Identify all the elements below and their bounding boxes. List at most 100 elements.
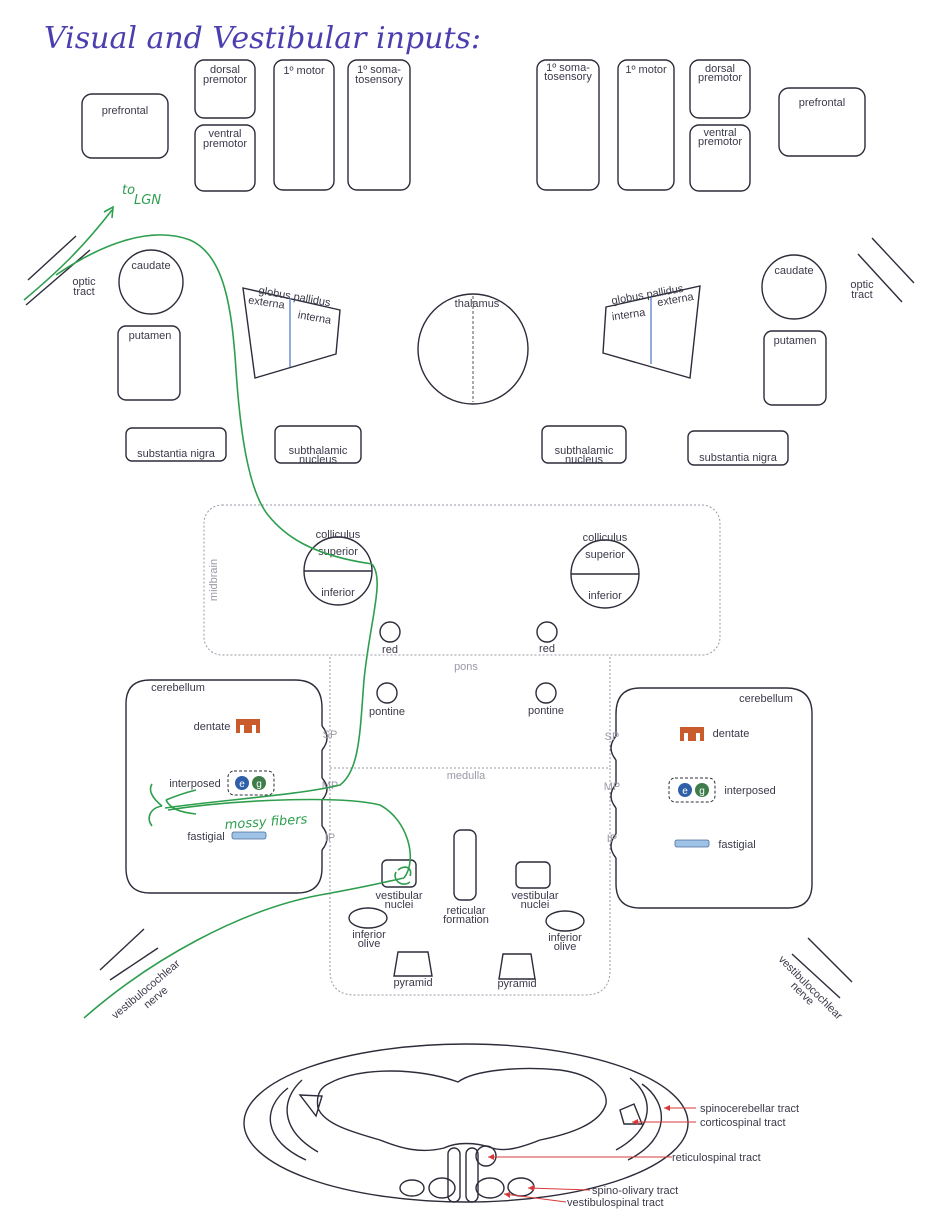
substantia-nigra-left-label: substantia nigra [137,448,216,460]
ventral-premotor-right-label-2: premotor [698,136,742,148]
putamen-right-label: putamen [774,335,817,347]
corticospinal-label: corticospinal tract [700,1117,786,1129]
ventral-fissure-left [447,1147,461,1203]
somatosensory-right-box [536,59,600,191]
motor-left-box [273,59,335,191]
subthalamic-left-box [274,425,362,464]
vestibular-nerve-path [83,877,405,1019]
pontine-left-circle [376,682,398,704]
basal-ganglia-left: caudate putamen globus pallidus externa … [117,249,362,466]
somatosensory-right-label-2: tosensory [544,71,592,83]
to-lgn-label-2: LGN [134,193,161,208]
optic-to-colliculus-path [55,234,373,565]
globose-right-letter: g [699,786,705,797]
globus-pallidus-left [242,287,341,379]
fastigial-right-icon [674,839,710,848]
substantia-nigra-right-box [687,430,789,466]
optic-to-lgn-path [23,209,113,301]
to-lgn-label-1: to [122,183,135,198]
reticulospinal-label: reticulospinal tract [672,1152,761,1164]
thalamus-circle [417,293,529,405]
vestibulospinal-arrow [503,1193,567,1203]
somatosensory-left-box [347,59,411,191]
interposed-left-group [227,770,275,796]
sp-left-label: SP [323,729,338,741]
cerebellum-left-outline [125,679,323,894]
spino-olivary-left-circle [428,1177,456,1199]
dentate-left-label: dentate [194,721,231,733]
mp-left-label: MP [322,780,339,792]
dentate-right-icon [680,727,704,741]
inferior-olive-right [545,910,585,932]
cortex-left: prefrontal dorsal premotor ventral premo… [81,59,411,192]
caudate-left-circle [118,249,184,315]
red-nucleus-left [379,621,401,643]
ventral-premotor-right-box [689,124,751,192]
dorsal-premotor-left-box [194,59,256,119]
prefrontal-right-box [778,87,866,157]
fastigial-right-label: fastigial [718,839,755,851]
interna-left-label: interna [297,309,333,327]
somatosensory-left-label-1: 1º soma- [357,64,401,76]
interposed-right-group [668,777,716,803]
pons: pons pontine pontine [329,657,611,768]
optic-tract-right: optic tract [850,237,915,303]
pyramid-right [498,953,536,980]
reticular-formation-label-1: reticular [446,905,485,917]
dorsal-premotor-left-label-2: premotor [203,74,247,86]
inferior-olive-left [348,907,388,929]
cerebellum-left-label: cerebellum [151,682,205,694]
red-right-label: red [539,643,555,655]
somatosensory-right-label-1: 1º soma- [546,62,590,74]
red-left-label: red [382,644,398,656]
optic-tract-left: optic tract [25,235,96,306]
fastigial-left-label: fastigial [187,831,224,843]
pyramid-left-label: pyramid [393,977,432,989]
dentate-right-label: dentate [713,728,750,740]
sp-right-label: SP [605,731,620,743]
somatosensory-left-label-2: tosensory [355,74,403,86]
subthalamic-right-box [541,425,627,464]
cerebellum-right-outline [615,687,813,909]
spinocerebellar-label: spinocerebellar tract [700,1103,799,1115]
subthalamic-left-label-2: nucleus [299,454,337,466]
prefrontal-right-label: prefrontal [799,97,845,109]
cerebellum-right-label: cerebellum [739,693,793,705]
caudate-right-circle [761,254,827,320]
ventral-fissure-right [465,1147,479,1203]
globose-left-letter: g [256,779,262,790]
mossy-fiber-terminal-2 [148,783,163,827]
dorsal-premotor-right-label-2: premotor [698,72,742,84]
pontine-right-label: pontine [528,705,564,717]
pons-label: pons [454,661,478,673]
midbrain-label: midbrain [208,559,220,601]
medulla-outline [329,767,611,996]
ventral-premotor-left-label-1: ventral [208,128,241,140]
midbrain-outline [203,504,721,656]
vestibulocerebellar-path [167,798,412,879]
spino-olivary-arrow [527,1187,591,1191]
vestibular-nuclei-left-label-1: vestibular [375,890,422,902]
externa-left-label: externa [247,295,286,312]
interna-right-label: interna [611,307,647,324]
optic-tract-right-label-2: tract [851,289,872,301]
putamen-left-box [117,325,181,401]
globus-pallidus-right [602,285,701,379]
motor-left-label: 1º motor [283,65,325,77]
spino-olivary-label: spino-olivary tract [592,1185,678,1197]
ip-right-label: IP [607,833,617,845]
inferior-left-label: inferior [321,587,355,599]
ventral-premotor-left-label-2: premotor [203,138,247,150]
subthalamic-right-label-1: subthalamic [555,445,614,457]
cerebellum-right: cerebellum dentate e g interposed fastig… [604,687,813,909]
vestibulospinal-right-circle [475,1177,505,1199]
thalamus: thalamus [417,293,529,405]
optic-tract-right-label-1: optic [850,279,874,291]
emboliform-left-letter: e [239,779,245,790]
vestibular-nuclei-left-box [381,859,417,888]
putamen-left-label: putamen [129,330,172,342]
medulla-label: medulla [447,770,486,782]
red-nucleus-right [536,621,558,643]
vestibulocochlear-right: vestibulocochlear nerve [776,937,853,1022]
